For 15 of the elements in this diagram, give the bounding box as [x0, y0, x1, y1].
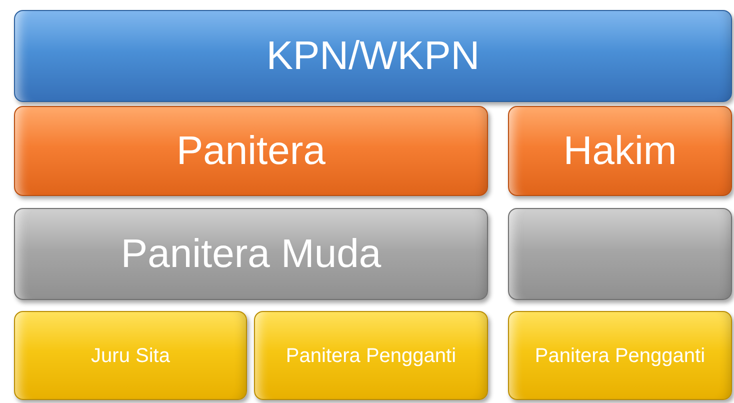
level-box [508, 311, 732, 400]
level-box [14, 106, 488, 196]
empty-box [508, 208, 732, 300]
box-label: Panitera Pengganti [284, 344, 458, 368]
level-box [508, 106, 732, 196]
box-label: KPN/WKPN [265, 33, 481, 80]
box-label: Panitera Muda [120, 231, 382, 278]
box-label: Hakim [562, 128, 678, 175]
level-box [14, 10, 732, 102]
box-label: Juru Sita [90, 344, 171, 368]
box-label: Panitera [176, 128, 326, 175]
box-label: Panitera Pengganti [534, 344, 706, 368]
level-box [14, 208, 488, 300]
level-box [254, 311, 488, 400]
level-box [14, 311, 247, 400]
